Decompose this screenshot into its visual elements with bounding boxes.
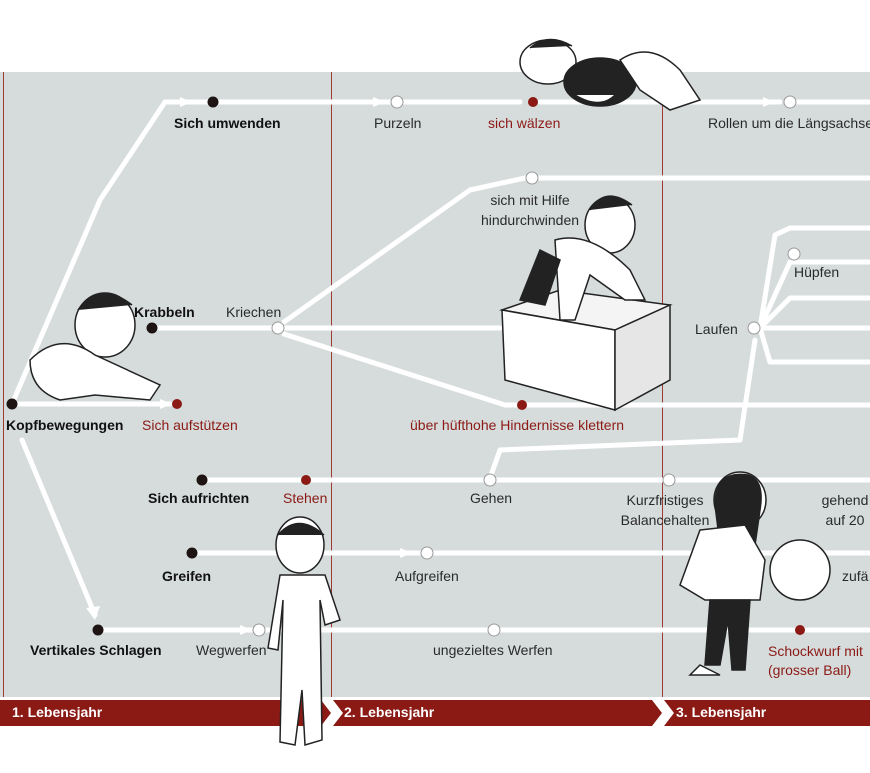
label-wegwerfen: Wegwerfen [196,642,267,658]
label-hindurchwinden: sich mit Hilfe hindurchwinden [480,192,580,228]
label-zufae: zufä [842,568,869,584]
year-1-label: 1. Lebensjahr [12,704,103,720]
label-laufen: Laufen [695,321,738,337]
label-sich-umwenden: Sich umwenden [174,115,281,131]
label-stehen: Stehen [283,490,328,506]
label-gehen: Gehen [470,490,513,506]
label-aufgreifen: Aufgreifen [395,568,459,584]
label-sich-aufstuetzen: Sich aufstützen [142,417,238,433]
label-krabbeln: Krabbeln [134,304,195,320]
label-schockwurf: Schockwurf mit (grosser Ball) [768,643,863,678]
baby-lying-on-back [519,38,702,111]
label-rollen: Rollen um die Längsachse [708,115,870,131]
label-purzeln: Purzeln [374,115,422,131]
baby-on-box [499,195,673,412]
year-3-bar [664,700,870,726]
label-sich-waelzen: sich wälzen [488,115,561,131]
toddler-standing [267,516,341,746]
label-balancehalten: Kurzfristiges Balancehalten [620,492,710,528]
label-gehend-auf: gehend auf 20 [821,492,869,528]
label-vertikales-schlagen: Vertikales Schlagen [30,642,162,658]
label-klettern: über hüfthohe Hindernisse klettern [410,417,625,433]
label-kopfbewegungen: Kopfbewegungen [6,417,124,433]
baby-crawling [29,292,162,401]
label-huepfen: Hüpfen [794,264,840,280]
red-nodes [172,97,805,635]
year-2-label: 2. Lebensjahr [344,704,435,720]
dark-nodes [6,96,219,636]
white-nodes [252,95,801,637]
label-kriechen: Kriechen [226,304,282,320]
development-paths [9,99,870,633]
year-1-bar [0,700,331,726]
label-ungezieltes-werfen: ungezieltes Werfen [433,642,553,658]
year-2-bar [333,700,662,726]
label-greifen: Greifen [162,568,212,584]
label-sich-aufrichten: Sich aufrichten [148,490,250,506]
child-with-ball [679,471,831,676]
year-3-panel [663,72,870,697]
year-3-label: 3. Lebensjahr [676,704,767,720]
arrowheads [86,97,775,635]
